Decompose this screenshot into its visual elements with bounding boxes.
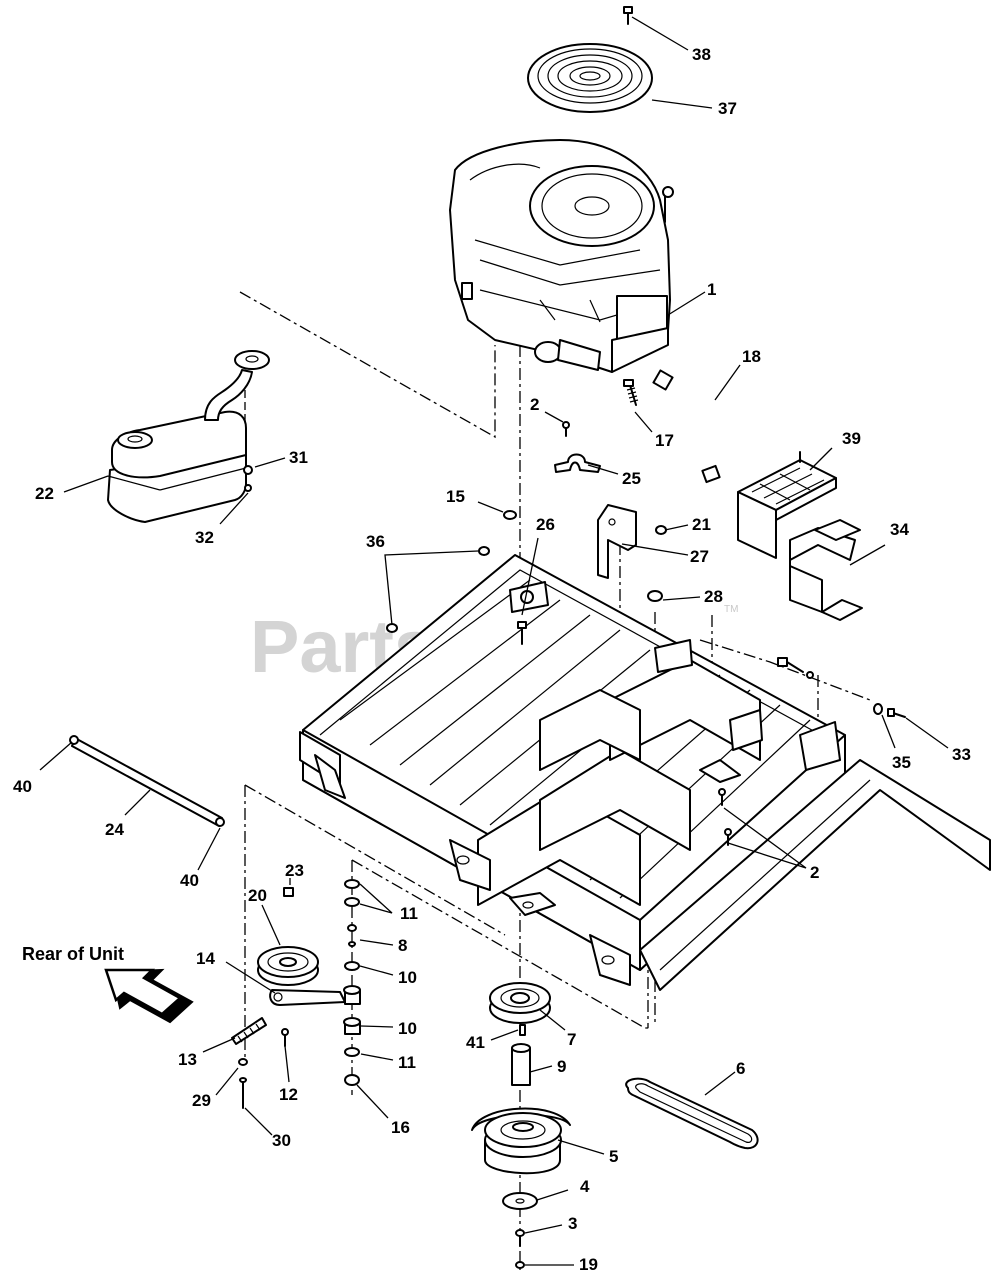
callout-25: 25 — [622, 469, 641, 488]
main-frame — [299, 554, 991, 991]
callout-40-right: 40 — [180, 871, 199, 890]
spindle-stack — [343, 879, 361, 1086]
callout-3: 3 — [568, 1214, 577, 1233]
callout-40-left: 40 — [13, 777, 32, 796]
callout-23: 23 — [285, 861, 304, 880]
callout-32: 32 — [195, 528, 214, 547]
part-24-rod — [69, 735, 225, 827]
callout-2-right: 2 — [810, 863, 819, 882]
callout-19: 19 — [579, 1255, 598, 1274]
callout-39: 39 — [842, 429, 861, 448]
clutch-hardware — [502, 1192, 538, 1269]
callout-6: 6 — [736, 1059, 745, 1078]
callout-9: 9 — [557, 1057, 566, 1076]
part-25-clamp — [554, 453, 601, 473]
callout-11-bottom: 11 — [398, 1053, 416, 1072]
callout-1: 1 — [707, 280, 716, 299]
callout-26: 26 — [536, 515, 555, 534]
callout-31: 31 — [289, 448, 308, 467]
callout-22: 22 — [35, 484, 54, 503]
part-34-bracket — [789, 519, 863, 621]
callout-10-bottom: 10 — [398, 1019, 417, 1038]
callout-30: 30 — [272, 1131, 291, 1150]
callout-33: 33 — [952, 745, 971, 764]
small-fasteners — [386, 510, 667, 633]
part-7-drive-pulley — [489, 982, 551, 1036]
part-5-pto-clutch — [471, 1107, 571, 1175]
callout-17: 17 — [655, 431, 674, 450]
watermark-tm: TM — [724, 604, 738, 615]
callout-15: 15 — [446, 487, 465, 506]
part-2-screw-top — [562, 421, 570, 437]
callout-16: 16 — [391, 1118, 410, 1137]
callout-18: 18 — [742, 347, 761, 366]
callout-28: 28 — [704, 587, 723, 606]
part-14-idler-arm — [269, 989, 346, 1006]
callout-24: 24 — [105, 820, 124, 839]
callout-8: 8 — [398, 936, 407, 955]
callout-38: 38 — [692, 45, 711, 64]
callout-4: 4 — [580, 1177, 590, 1196]
callout-21: 21 — [692, 515, 711, 534]
part-6-belt — [625, 1077, 759, 1150]
callout-12: 12 — [279, 1085, 298, 1104]
callout-2-top: 2 — [530, 395, 539, 414]
part-13-spring — [231, 1017, 267, 1045]
part-27-bracket — [597, 504, 637, 579]
part-31-32-hardware — [243, 465, 253, 492]
part-18-fuel-hose — [652, 369, 748, 484]
callout-36: 36 — [366, 532, 385, 551]
part-9-spacer — [511, 1043, 531, 1086]
rear-arrow — [104, 968, 194, 1024]
callout-20: 20 — [248, 886, 267, 905]
part-38-screw — [623, 6, 633, 25]
callout-27: 27 — [690, 547, 709, 566]
part-33-35-hardware — [777, 657, 906, 718]
callout-14: 14 — [196, 949, 215, 968]
part-1-engine — [449, 139, 674, 373]
leader-lines — [39, 16, 949, 1266]
part-20-idler-pulley — [257, 887, 319, 986]
callout-7: 7 — [567, 1030, 576, 1049]
callouts: 38 37 1 18 2 17 25 31 22 32 15 26 21 27 … — [13, 45, 971, 1274]
callout-34: 34 — [890, 520, 909, 539]
callout-29: 29 — [192, 1091, 211, 1110]
part-17-bolt — [623, 379, 639, 406]
part-39-cover — [737, 451, 837, 559]
callout-5: 5 — [609, 1147, 618, 1166]
callout-10-top: 10 — [398, 968, 417, 987]
small-hardware-lower-left — [238, 1028, 289, 1109]
callout-35: 35 — [892, 753, 911, 772]
callout-41: 41 — [466, 1033, 485, 1052]
callout-37: 37 — [718, 99, 737, 118]
callout-11-top: 11 — [400, 904, 418, 923]
rear-of-unit-label: Rear of Unit — [22, 944, 124, 964]
part-37-air-filter-cover — [527, 43, 653, 113]
callout-13: 13 — [178, 1050, 197, 1069]
